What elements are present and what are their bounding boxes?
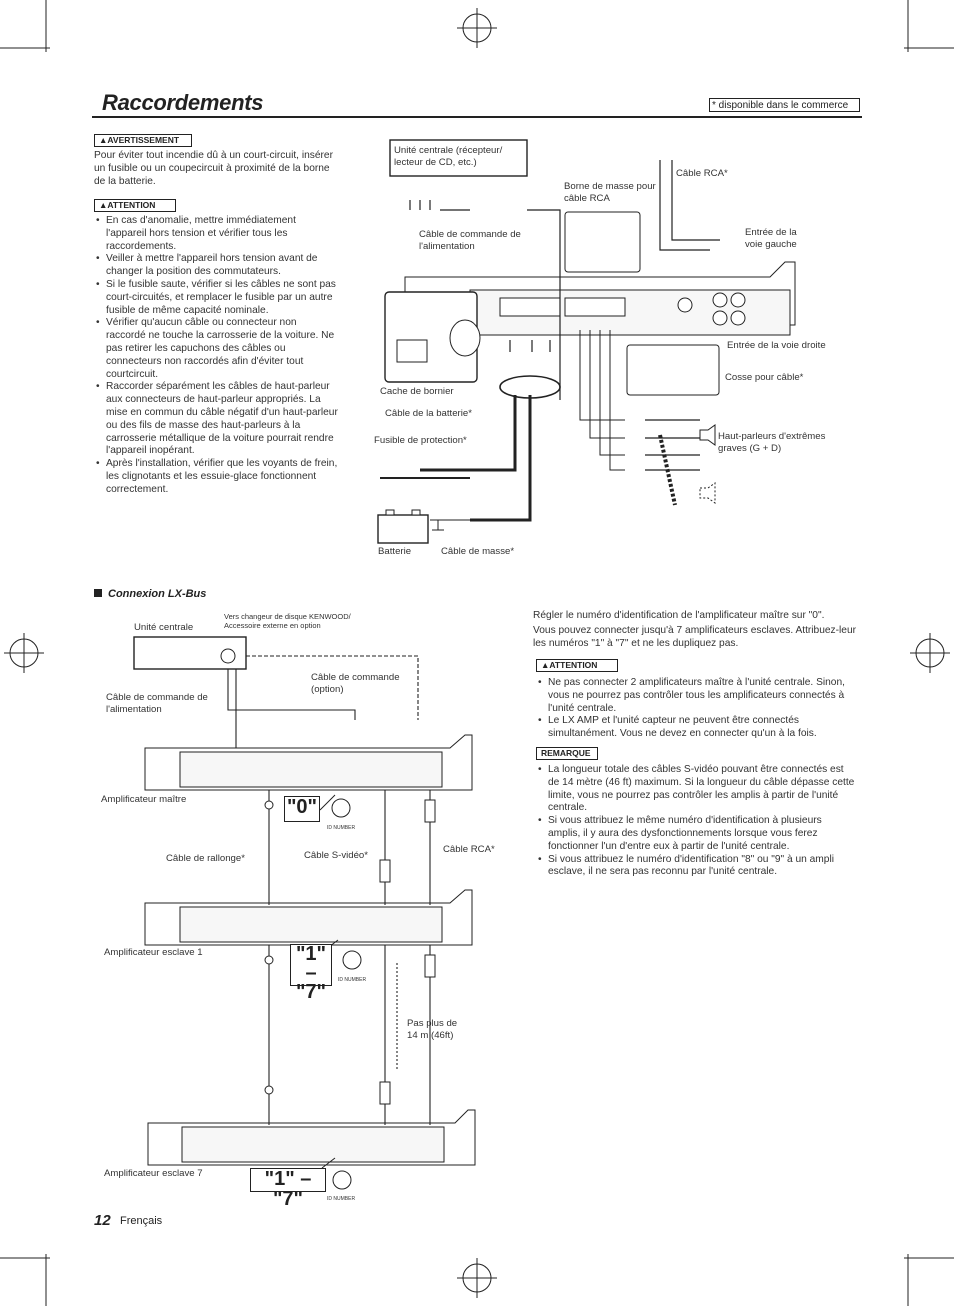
id-master-value: "0" (284, 796, 320, 822)
master-id-dial (331, 798, 351, 818)
label-slave7: Amplificateur esclave 7 (104, 1168, 203, 1179)
label-lxbus-head-unit: Unité centrale (134, 622, 194, 633)
note-list: La longueur totale des câbles S-vidéo po… (536, 764, 856, 879)
label-ground-cable: Câble de masse* (441, 546, 515, 557)
label-rca-cable: Câble RCA* (676, 168, 728, 179)
head-unit-box (389, 139, 528, 177)
cable-lug-inset (626, 344, 720, 396)
battery (377, 509, 470, 544)
subwoofer-speakers (658, 424, 716, 506)
warning-tag: ▲AVERTISSEMENT (94, 134, 192, 147)
label-terminal-cover: Cache de bornier (380, 386, 454, 397)
list-item: La longueur totale des câbles S-vidéo po… (538, 764, 856, 815)
page-number: 12 (94, 1212, 111, 1229)
title-rule (92, 116, 862, 118)
label-svideo: Câble S-vidéo* (304, 850, 368, 861)
label-slave1: Amplificateur esclave 1 (104, 947, 203, 958)
label-cable-lug: Cosse pour câble* (725, 372, 804, 383)
label-control-cable: Câble de commande (option) (311, 672, 400, 695)
list-item: Si vous attribuez le numéro d'identifica… (538, 854, 856, 880)
square-bullet-icon (94, 589, 102, 597)
id-slave1-value: "1" – "7" (290, 944, 332, 1002)
label-subwoofers: Haut-parleurs d'extrêmes graves (G + D) (718, 431, 826, 454)
id-number-label: ID NUMBER (338, 977, 367, 983)
list-item: Le LX AMP et l'unité capteur ne peuvent … (538, 715, 856, 741)
label-lxbus-power-control: Câble de commande de l'alimentation (106, 692, 208, 715)
id-number-label: ID NUMBER (327, 1196, 356, 1202)
amplifier-main (404, 261, 796, 336)
list-item: Ne pas connecter 2 amplificateurs maître… (538, 677, 856, 715)
section-heading: Connexion LX-Bus (94, 588, 206, 600)
label-max-length: Pas plus de 14 m (46ft) (407, 1018, 458, 1041)
label-head-unit: Unité centrale (récepteur/ lecteur de CD… (394, 145, 503, 168)
rca-ground-inset (564, 211, 641, 273)
list-item: Si le fusible saute, vérifier si les câb… (96, 279, 338, 317)
list-item: Raccorder séparément les câbles de haut-… (96, 381, 338, 458)
list-item: Vérifier qu'aucun câble ou connecteur no… (96, 317, 338, 381)
right-caution-list: Ne pas connecter 2 amplificateurs maître… (536, 677, 856, 741)
slave7-id-dial (332, 1170, 352, 1190)
terminal-cover-inset (384, 291, 481, 383)
label-right-input: Entrée de la voie droite (727, 340, 826, 351)
label-extension: Câble de rallonge* (166, 853, 245, 864)
label-left-input: Entrée de la voie gauche (745, 227, 797, 250)
label-changer: Vers changeur de disque KENWOOD/ Accesso… (224, 612, 351, 630)
label-rca: Câble RCA* (443, 844, 495, 855)
list-item: Veiller à mettre l'appareil hors tension… (96, 253, 338, 279)
note-tag: REMARQUE (536, 747, 598, 760)
lxbus-amplifier-bodies (144, 734, 476, 1166)
label-master: Amplificateur maître (101, 794, 187, 805)
caution-icon: ▲ (99, 200, 108, 210)
label-battery: Batterie (378, 546, 412, 557)
id-number-label: ID NUMBER (327, 825, 356, 831)
warning-text: Pour éviter tout incendie dû à un court-… (94, 150, 333, 187)
slave1-id-dial (342, 950, 362, 970)
right-paragraph-2: Vous pouvez connecter jusqu'à 7 amplific… (533, 625, 857, 649)
right-paragraph-1: Régler le numéro d'identification de l'a… (533, 610, 825, 621)
commercial-note: * disponible dans le commerce (709, 98, 860, 112)
label-battery-cable: Câble de la batterie* (385, 408, 472, 419)
warning-icon: ▲ (99, 135, 108, 145)
caution-list: En cas d'anomalie, mettre immédiatement … (94, 215, 338, 497)
list-item: Après l'installation, vérifier que les v… (96, 458, 338, 496)
caution-icon: ▲ (541, 660, 550, 670)
caution-tag: ▲ATTENTION (94, 199, 176, 212)
label-rca-ground: Borne de masse pour câble RCA (564, 181, 656, 204)
label-power-control: Câble de commande de l'alimentation (419, 229, 521, 252)
page-language: Frençais (120, 1215, 163, 1227)
right-caution-tag: ▲ATTENTION (536, 659, 618, 672)
list-item: En cas d'anomalie, mettre immédiatement … (96, 215, 338, 253)
label-fuse: Fusible de protection* (374, 435, 467, 446)
lxbus-head-unit-box (133, 636, 247, 670)
list-item: Si vous attribuez le même numéro d'ident… (538, 815, 856, 853)
page-title: Raccordements (102, 90, 264, 115)
id-slave7-value: "1" – "7" (250, 1168, 326, 1209)
